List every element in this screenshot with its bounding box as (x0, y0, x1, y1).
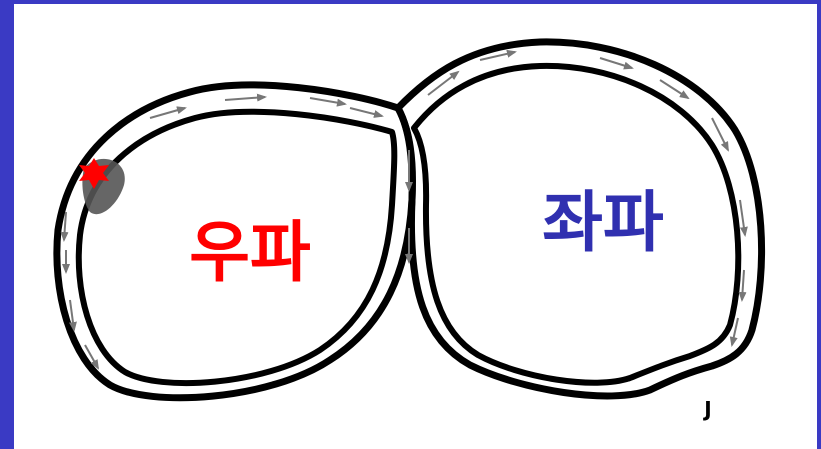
arrow-icon (659, 79, 690, 100)
arrow-icon (711, 117, 729, 152)
corner-mark: J (702, 397, 711, 421)
right-wave-label: 우파 (189, 214, 310, 291)
arrow-icon (427, 70, 460, 96)
arrow-icon (729, 317, 739, 347)
right-loop (394, 38, 766, 400)
arrow-icon (84, 344, 99, 370)
left-wave-label: 좌파 (542, 184, 663, 261)
star-icon (79, 158, 109, 189)
arrow-icon (224, 93, 267, 102)
left-loop-inner-wall (75, 108, 398, 386)
flow-arrows (60, 49, 748, 370)
origin-marker (79, 158, 125, 215)
left-loop-outer-wall (53, 81, 416, 402)
arrow-icon (68, 299, 77, 332)
right-loop-inner-wall (411, 62, 742, 386)
right-loop-outer-wall (394, 38, 766, 400)
arrow-icon (60, 211, 69, 242)
arrow-icon (309, 97, 347, 107)
arrow-icon (738, 269, 747, 302)
arrow-icon (349, 107, 384, 118)
arrow-icon (599, 57, 634, 70)
arrow-icon (149, 106, 187, 119)
arrow-icon (739, 199, 748, 237)
left-loop (53, 81, 416, 402)
arrow-icon (479, 49, 517, 61)
